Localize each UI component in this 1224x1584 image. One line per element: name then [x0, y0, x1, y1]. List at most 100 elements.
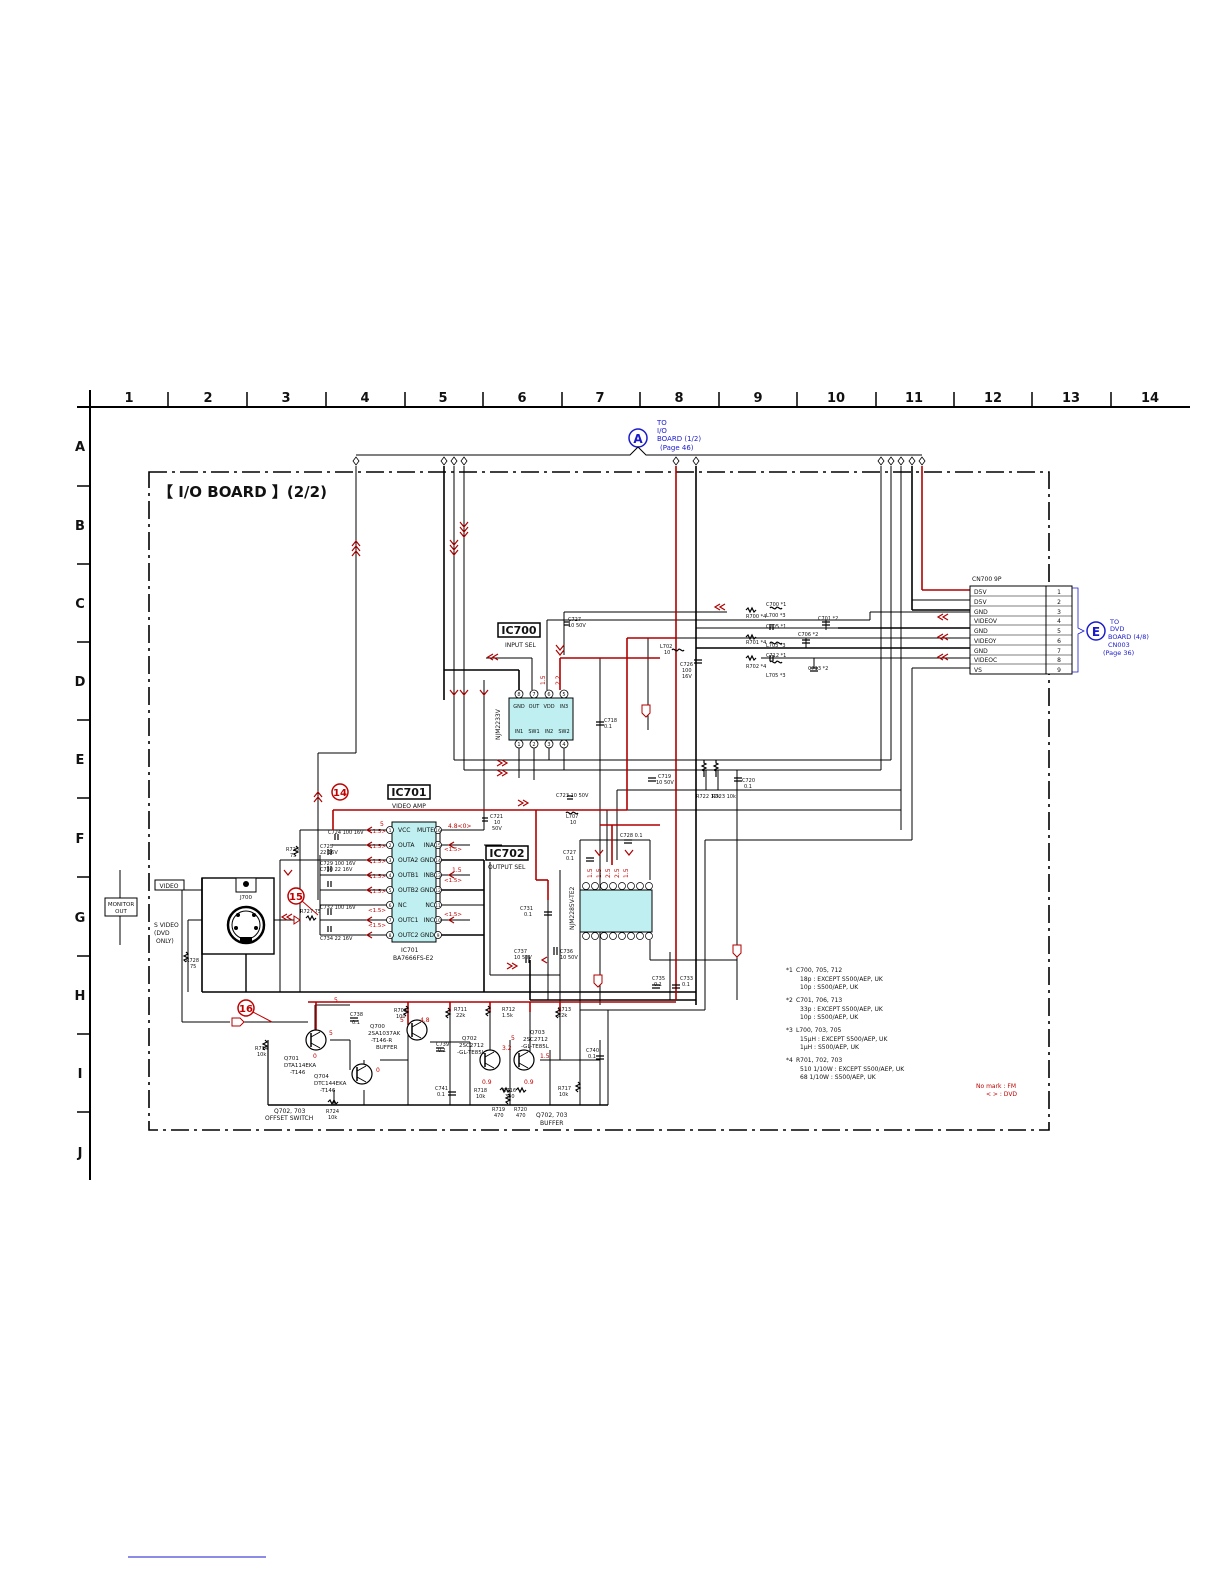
svg-text:0.9: 0.9 [482, 1079, 492, 1086]
svg-text:DTC144EKA: DTC144EKA [314, 1081, 347, 1087]
svg-text:4: 4 [389, 873, 392, 879]
board-outline [148, 471, 1050, 1131]
svg-text:10 50V: 10 50V [568, 623, 586, 629]
svg-text:R725: R725 [286, 847, 299, 853]
svg-text:11: 11 [435, 903, 441, 909]
ic700-part: NJM2233V [495, 708, 502, 740]
svg-text:8: 8 [1057, 657, 1061, 664]
svg-text:1.5: 1.5 [540, 1053, 550, 1060]
svg-text:Q704: Q704 [314, 1074, 329, 1080]
svg-text:IN2: IN2 [545, 729, 553, 735]
svg-text:75: 75 [190, 964, 196, 970]
svg-text:4: 4 [562, 742, 565, 748]
svg-text:2: 2 [1057, 599, 1061, 606]
svg-text:OUTB2: OUTB2 [398, 887, 419, 894]
svg-text:16: 16 [435, 828, 441, 834]
svg-text:VCC: VCC [398, 827, 410, 834]
svg-text:1: 1 [1057, 589, 1061, 596]
svg-text:C719: C719 [658, 774, 671, 780]
row-label: B [75, 519, 85, 534]
svg-text:C706 *2: C706 *2 [798, 632, 818, 638]
svg-text:C720: C720 [742, 778, 755, 784]
svg-text:D5V: D5V [974, 589, 987, 596]
svg-text:<1.5>: <1.5> [444, 912, 462, 918]
svg-text:100: 100 [682, 668, 692, 674]
svg-text:9: 9 [437, 933, 440, 939]
video-label: VIDEO [159, 883, 178, 890]
svg-text:-GL-TE85L: -GL-TE85L [457, 1050, 486, 1056]
svg-text:50V: 50V [492, 826, 502, 832]
svg-text:C712 *1: C712 *1 [766, 653, 786, 659]
svg-text:10k: 10k [476, 1094, 485, 1100]
svg-text:10 50V: 10 50V [560, 955, 578, 961]
svg-text:BUFFER: BUFFER [376, 1045, 398, 1051]
svg-text:0: 0 [376, 1067, 380, 1074]
component-notes: *1 C700, 705, 712 18p : EXCEPT S500/AEP,… [786, 967, 905, 1081]
connector-a-label: (Page 46) [660, 444, 694, 452]
col-label: 3 [281, 391, 290, 406]
connector-a-label: I/O [657, 427, 667, 435]
svg-text:R723 10k: R723 10k [712, 794, 736, 800]
svg-text:4.8<0>: 4.8<0> [448, 823, 471, 830]
svg-text:1: 1 [517, 742, 520, 748]
monitor-out-label: MONITOR [108, 902, 134, 908]
svg-text:*2: *2 [786, 997, 793, 1004]
svg-text:15: 15 [435, 843, 441, 849]
svg-text:GND: GND [974, 628, 988, 635]
svg-text:3: 3 [389, 858, 392, 864]
svg-text:L705 *3: L705 *3 [766, 673, 786, 679]
waveform-ref-15: 15 [289, 892, 303, 903]
svg-text:Q703: Q703 [530, 1030, 545, 1036]
ic701: IC701 VIDEO AMP VCC OUTA OUTA2 OUTB1 OUT… [368, 784, 471, 962]
svg-text:NC: NC [398, 902, 407, 909]
ic701-part: IC701 [401, 947, 419, 954]
svg-text:5: 5 [511, 1035, 515, 1042]
svg-text:E: E [1092, 625, 1100, 639]
voltage-labels: 5 [334, 997, 338, 1004]
ic700-label: IC700 [501, 624, 536, 637]
svg-text:7: 7 [389, 918, 392, 924]
svg-text:10: 10 [494, 820, 500, 826]
svg-text:C735: C735 [652, 976, 665, 982]
svg-text:GND: GND [420, 887, 434, 894]
transistor-q700: Q700 2SA1037AK -T146-R BUFFER 5 4.8 [368, 1017, 430, 1051]
svg-text:Q702, 703: Q702, 703 [536, 1112, 568, 1119]
svg-text:C721: C721 [490, 814, 503, 820]
svg-text:C731: C731 [520, 906, 533, 912]
svg-text:C701, 706, 713: C701, 706, 713 [796, 997, 842, 1004]
svg-text:8: 8 [517, 692, 520, 698]
svg-text:1.5k: 1.5k [502, 1013, 513, 1019]
svg-text:L700 *3: L700 *3 [766, 613, 786, 619]
connector-e-label: (Page 36) [1103, 649, 1134, 657]
svg-text:7: 7 [532, 692, 535, 698]
svg-text:0.1: 0.1 [437, 1092, 445, 1098]
svg-text:IN3: IN3 [560, 704, 568, 710]
svg-text:R701 *4: R701 *4 [746, 640, 766, 646]
col-label: 13 [1062, 391, 1080, 406]
connector-markers [231, 704, 742, 1027]
svg-text:C727: C727 [563, 850, 576, 856]
row-label: D [75, 675, 86, 690]
svg-text:10k: 10k [328, 1115, 337, 1121]
transistor-q701: Q701 DTA114EKA -T146 5 0 [284, 1029, 333, 1076]
ic700: IC700 INPUT SEL GND OUT VDD IN3 IN1 SW1 … [495, 622, 574, 749]
svg-text:L700, 703, 705: L700, 703, 705 [796, 1027, 842, 1034]
svg-text:C700, 705, 712: C700, 705, 712 [796, 967, 842, 974]
svg-text:0.1: 0.1 [352, 1020, 360, 1026]
svg-text:2.5: 2.5 [605, 868, 612, 878]
svg-text:510 1/10W : EXCEPT S500/AEP, U: 510 1/10W : EXCEPT S500/AEP, UK [800, 1066, 905, 1073]
component-labels: C727 10 50V C718 0.1 C719 10 50V C720 0.… [186, 602, 838, 1121]
board-title: 【 I/O BOARD 】(2/2) [158, 483, 327, 501]
svg-text:10: 10 [435, 918, 441, 924]
svg-text:0.1: 0.1 [566, 856, 574, 862]
col-label: 2 [203, 391, 212, 406]
svg-text:C729 100 16V: C729 100 16V [320, 861, 356, 867]
svg-text:2.2: 2.2 [555, 675, 562, 685]
col-label: 5 [438, 391, 447, 406]
svg-text:*3: *3 [786, 1027, 793, 1034]
col-label: 4 [360, 391, 369, 406]
transistor-q703: Q703 2SC2712 -GL-TE85L 5 1.5 0.9 [511, 1030, 550, 1086]
svg-text:6: 6 [1057, 638, 1061, 645]
svg-text:GND: GND [420, 857, 434, 864]
col-label: 14 [1141, 391, 1159, 406]
